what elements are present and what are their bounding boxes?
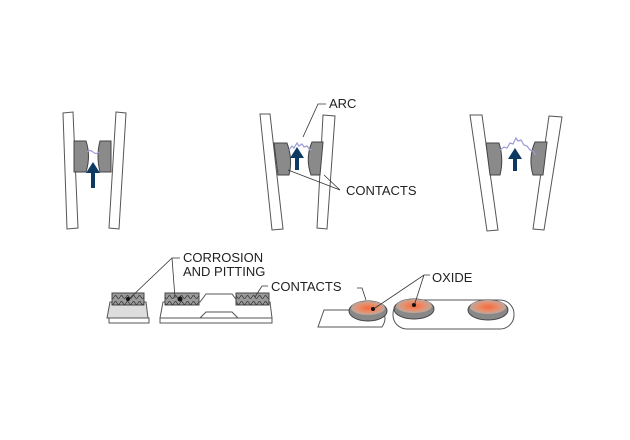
contacts-bottom-label: CONTACTS xyxy=(271,279,342,294)
panel-contacts-arcing: ARC CONTACTS xyxy=(259,96,417,231)
left-contact-arm xyxy=(259,113,284,231)
corroded-contacts: CORROSION AND PITTING CONTACTS xyxy=(106,250,342,324)
contacts-leader-to-strip xyxy=(357,287,367,301)
arrow-up-icon xyxy=(508,148,522,171)
left-contact-arm xyxy=(469,114,499,232)
right-contact-arm xyxy=(108,111,127,230)
contacts-leader-line xyxy=(287,169,341,191)
contacts-label: CONTACTS xyxy=(346,183,417,198)
right-contact xyxy=(530,141,548,176)
arrow-up-icon xyxy=(86,162,100,188)
corrosion-leader-line xyxy=(129,257,180,299)
bridge-contact-strip xyxy=(159,293,273,319)
pitted-surface xyxy=(235,292,270,306)
oxide-leader-line xyxy=(374,274,430,309)
right-contact xyxy=(97,140,112,173)
left-contact xyxy=(273,142,292,176)
oxidized-contacts: OXIDE xyxy=(317,270,515,330)
arc-spark xyxy=(86,149,100,155)
corrosion-label-line1: CORROSION xyxy=(183,250,263,265)
corrosion-label-line2: AND PITTING xyxy=(183,264,265,279)
arc-leader-line xyxy=(302,103,326,138)
panel-contacts-open xyxy=(469,114,563,232)
arc-label: ARC xyxy=(329,96,356,111)
left-contact xyxy=(73,140,89,173)
arrow-up-icon xyxy=(290,147,304,170)
arc-spark xyxy=(288,141,313,151)
contacts-bottom-leader-line xyxy=(254,285,268,298)
oxide-label: OXIDE xyxy=(432,270,473,285)
right-contact xyxy=(307,141,324,176)
left-contact xyxy=(485,142,503,176)
right-contact-arm xyxy=(532,115,563,231)
panel-contacts-closing xyxy=(62,111,127,230)
arc-spark xyxy=(499,136,537,156)
